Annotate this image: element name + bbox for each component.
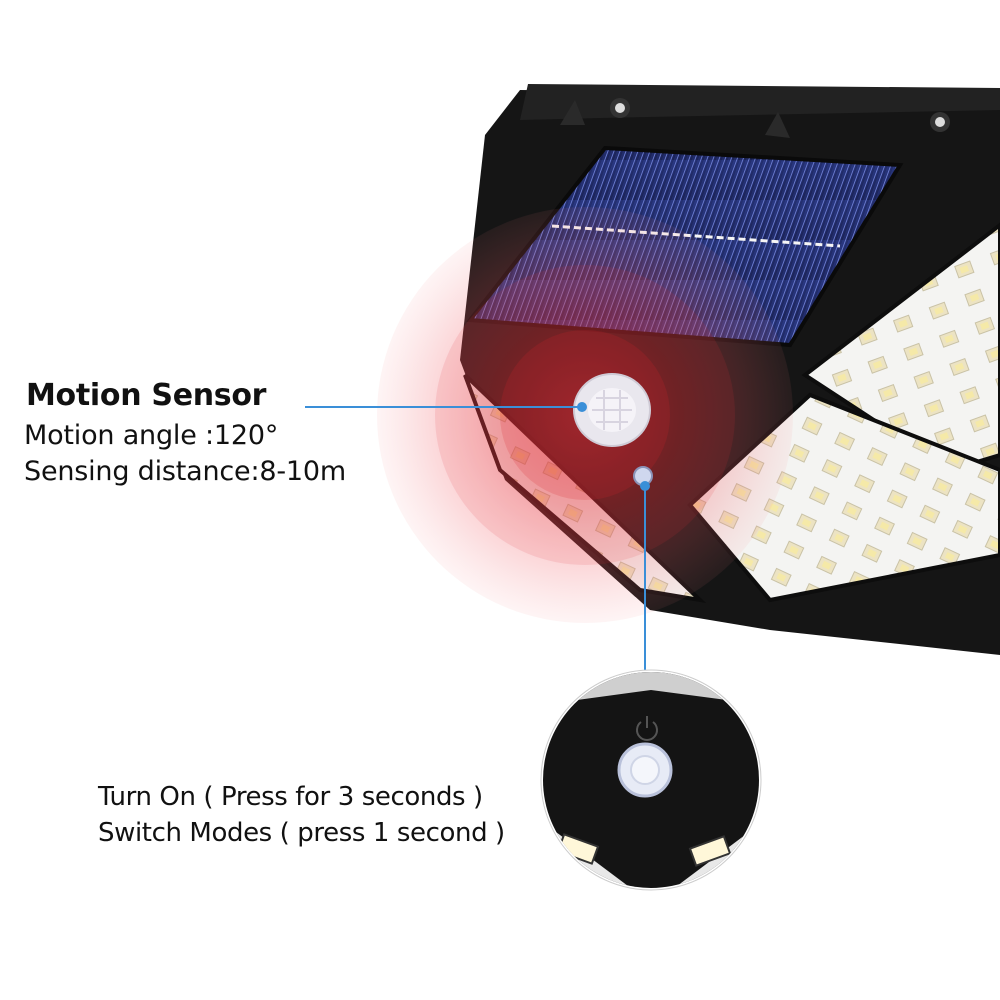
pir-sensor (573, 373, 653, 486)
turn-on-text: Turn On ( Press for 3 seconds ) (98, 782, 483, 812)
switch-modes-text: Switch Modes ( press 1 second ) (98, 818, 505, 848)
power-button-zoom (540, 669, 762, 891)
callout-lines (305, 402, 650, 688)
motion-angle-text: Motion angle :120° (24, 420, 279, 451)
sensing-distance-text: Sensing distance:8-10m (24, 456, 346, 487)
motion-sensor-title: Motion Sensor (26, 378, 267, 413)
